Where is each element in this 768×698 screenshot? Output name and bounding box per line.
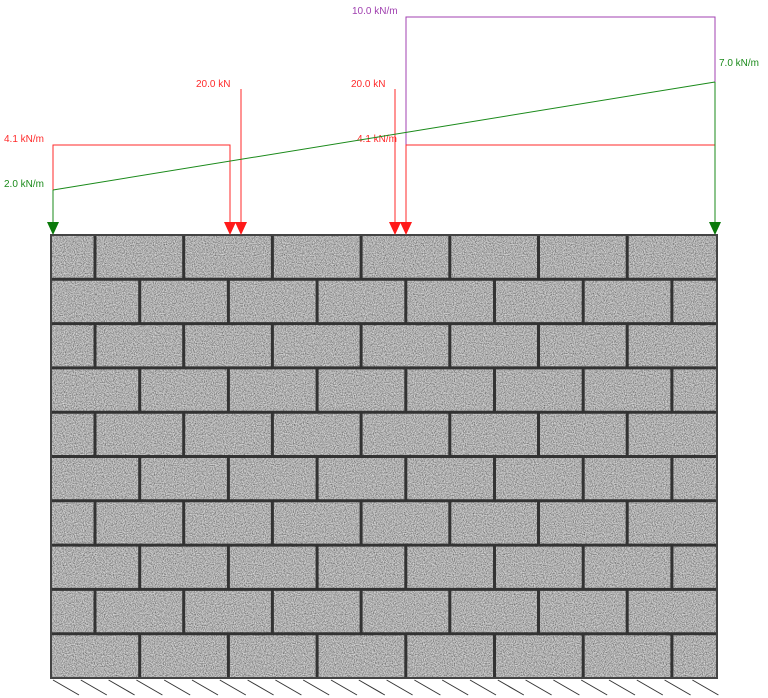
hatch-line	[525, 679, 552, 696]
masonry-wall	[50, 234, 718, 679]
hatch-line	[275, 679, 302, 696]
arrowhead-icon	[400, 222, 412, 235]
hatch-line	[163, 679, 191, 696]
hatch-line	[330, 679, 358, 696]
hatch-line	[664, 679, 691, 696]
arrowhead-icon	[47, 222, 59, 235]
hatch-line	[219, 679, 247, 696]
point-load-1-label: 20.0 kN	[196, 79, 230, 90]
trapezoidal-load	[47, 81, 721, 235]
fixed-support-hatch	[52, 679, 719, 696]
trapezoid-end-label: 7.0 kN/m	[719, 58, 759, 69]
hatch-line	[80, 679, 108, 696]
udl-right-label: 4.1 kN/m	[357, 134, 397, 145]
udl-top-label: 10.0 kN/m	[352, 6, 398, 17]
udl-left-label: 4.1 kN/m	[4, 134, 44, 145]
hatch-line	[414, 679, 441, 696]
arrowhead-icon	[235, 222, 247, 235]
trapezoid-start-label: 2.0 kN/m	[4, 179, 44, 190]
point-load-2-label: 20.0 kN	[351, 79, 385, 90]
hatch-line	[441, 679, 469, 696]
point-load-1	[235, 89, 247, 235]
udl-top-load	[405, 16, 716, 145]
udl-left-load	[52, 144, 236, 235]
hatch-line	[191, 679, 219, 696]
hatch-line	[608, 679, 636, 696]
udl-right-load	[400, 144, 715, 235]
hatch-line	[636, 679, 664, 696]
hatch-line	[358, 679, 386, 696]
hatch-line	[302, 679, 330, 696]
hatch-line	[469, 679, 497, 696]
hatch-line	[247, 679, 274, 696]
arrowhead-icon	[389, 222, 401, 235]
hatch-line	[497, 679, 525, 696]
hatch-line	[553, 679, 580, 696]
point-load-2	[389, 89, 401, 235]
hatch-line	[386, 679, 413, 696]
arrowhead-icon	[224, 222, 236, 235]
arrowhead-icon	[709, 222, 721, 235]
hatch-line	[108, 679, 135, 696]
hatch-line	[580, 679, 608, 696]
hatch-line	[52, 679, 80, 696]
hatch-line	[136, 679, 163, 696]
hatch-line	[692, 679, 719, 696]
wall-outline	[50, 234, 718, 679]
